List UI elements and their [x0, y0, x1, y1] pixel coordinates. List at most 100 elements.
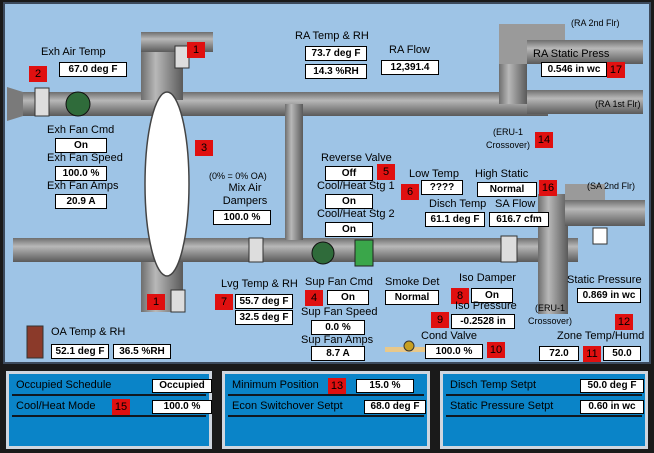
return-branch-top: [527, 40, 643, 64]
tag-2: 2: [29, 66, 47, 82]
cool-heat-mode-value[interactable]: 100.0 %: [152, 400, 212, 414]
cool-heat-stg2-label: Cool/Heat Stg 2: [317, 208, 395, 220]
cool-heat-stg2-value[interactable]: On: [325, 222, 373, 237]
return-duct-inlet: [7, 87, 23, 121]
return-duct: [13, 92, 548, 116]
tag-16: 16: [539, 180, 557, 196]
cool-heat-mode-row[interactable]: Cool/Heat Mode 15 100.0 %: [12, 398, 212, 417]
sa-flow-label: SA Flow: [495, 198, 536, 210]
oa-temp-value[interactable]: 52.1 deg F: [51, 344, 109, 359]
iso-pressure-value[interactable]: -0.2528 in: [451, 314, 515, 329]
supply-branch-2nd: [565, 184, 605, 200]
tag-8: 8: [451, 288, 469, 304]
exh-fan-icon: [65, 91, 91, 117]
ra-1st-flr-label: (RA 1st Flr): [595, 99, 641, 109]
exh-fan-speed-value[interactable]: 100.0 %: [55, 166, 107, 181]
exh-fan-amps-label: Exh Fan Amps: [47, 180, 119, 192]
cool-heat-mode-label: Cool/Heat Mode: [16, 400, 96, 412]
sup-fan-amps-label: Sup Fan Amps: [301, 334, 374, 346]
cond-valve-icon: [403, 340, 415, 352]
cond-valve-value[interactable]: 100.0 %: [425, 344, 483, 359]
sa-flow-value[interactable]: 616.7 cfm: [489, 212, 549, 227]
iso-pressure-label: Iso Pressure: [455, 300, 517, 312]
ra-static-press-value[interactable]: 0.546 in wc: [541, 62, 607, 77]
low-temp-label: Low Temp: [409, 168, 459, 180]
tag-6: 6: [401, 184, 419, 200]
cond-valve-label: Cond Valve: [421, 330, 478, 342]
tag-17: 17: [607, 62, 625, 78]
sa-2nd-flr-label: (SA 2nd Flr): [587, 181, 636, 191]
oa-rh-value[interactable]: 36.5 %RH: [113, 344, 171, 359]
sup-fan-speed-value[interactable]: 0.0 %: [311, 320, 365, 335]
ra-rh-value[interactable]: 14.3 %RH: [305, 64, 367, 79]
disch-temp-setpt-value[interactable]: 50.0 deg F: [580, 379, 644, 393]
exh-fan-amps-value[interactable]: 20.9 A: [55, 194, 107, 209]
iso-damper-icon: [500, 235, 518, 263]
occupied-schedule-row[interactable]: Occupied Schedule Occupied: [12, 377, 212, 396]
reverse-valve-value[interactable]: Off: [325, 166, 373, 181]
low-temp-value[interactable]: ????: [421, 180, 463, 195]
ra-flow-value[interactable]: 12,391.4: [381, 60, 439, 75]
smoke-det-value[interactable]: Normal: [385, 290, 439, 305]
ahu-graphic: Exh Air Temp 67.0 deg F 2 1 RA Temp & RH…: [3, 2, 651, 364]
panel-right: Disch Temp Setpt 50.0 deg F Static Press…: [440, 371, 648, 449]
disch-temp-setpt-label: Disch Temp Setpt: [450, 379, 537, 391]
mix-air-note: (0% = 0% OA): [209, 171, 267, 181]
sup-fan-icon: [311, 241, 335, 265]
disch-temp-value[interactable]: 61.1 deg F: [425, 212, 485, 227]
duct-diagram: [7, 24, 645, 359]
disch-temp-label: Disch Temp: [429, 198, 487, 210]
minimum-position-value[interactable]: 15.0 %: [356, 379, 414, 393]
zone-sensor-icon: [592, 227, 608, 245]
static-pressure-value[interactable]: 0.869 in wc: [577, 288, 641, 303]
zone-temp-humd-label: Zone Temp/Humd: [557, 330, 645, 342]
reverse-valve-label: Reverse Valve: [321, 152, 392, 164]
occupied-schedule-value[interactable]: Occupied: [152, 379, 212, 393]
minimum-position-row[interactable]: Minimum Position 13 15.0 %: [228, 377, 424, 396]
cool-heat-stg1-value[interactable]: On: [325, 194, 373, 209]
iso-damper-value[interactable]: On: [471, 288, 513, 303]
panel-left: Occupied Schedule Occupied Cool/Heat Mod…: [6, 371, 212, 449]
exh-fan-cmd-value[interactable]: On: [55, 138, 107, 153]
mix-air-dampers-value[interactable]: 100.0 %: [213, 210, 271, 225]
static-pressure-setpt-row[interactable]: Static Pressure Setpt 0.60 in wc: [446, 398, 644, 417]
sup-fan-cmd-value[interactable]: On: [327, 290, 369, 305]
eru-crossover-bottom-label: (ERU-1 Crossover): [527, 303, 572, 326]
static-pressure-setpt-value[interactable]: 0.60 in wc: [580, 400, 644, 414]
econ-switchover-row[interactable]: Econ Switchover Setpt 68.0 deg F: [228, 398, 426, 417]
oa-sensor-building-icon: [26, 325, 44, 359]
exh-air-temp-value[interactable]: 67.0 deg F: [59, 62, 127, 77]
lvg-temp-value[interactable]: 55.7 deg F: [235, 294, 293, 309]
high-static-value[interactable]: Normal: [477, 182, 537, 197]
supply-duct: [13, 238, 578, 262]
filter-oa-icon: [170, 289, 186, 313]
empty-row-left: [12, 419, 206, 438]
lvg-rh-value[interactable]: 32.5 deg F: [235, 310, 293, 325]
static-pressure-label: Static Pressure: [567, 274, 642, 286]
tag-14: 14: [535, 132, 553, 148]
sup-fan-speed-label: Sup Fan Speed: [301, 306, 378, 318]
tag-13: 13: [328, 378, 346, 394]
zone-humd-value[interactable]: 50.0: [603, 346, 641, 361]
crossover-vertical: [285, 104, 303, 240]
tag-7: 7: [215, 294, 233, 310]
occupied-schedule-label: Occupied Schedule: [16, 379, 112, 391]
econ-switchover-value[interactable]: 68.0 deg F: [364, 400, 426, 414]
empty-row-right: [446, 419, 642, 438]
zone-temp-value[interactable]: 72.0: [539, 346, 579, 361]
oa-temp-rh-label: OA Temp & RH: [51, 326, 126, 338]
tag-10: 10: [487, 342, 505, 358]
eru-crossover-top-label: (ERU-1 Crossover): [485, 127, 530, 150]
tag-11: 11: [583, 346, 601, 362]
ra-temp-value[interactable]: 73.7 deg F: [305, 46, 367, 61]
return-branch-right: [527, 90, 643, 114]
filter-mix-icon: [248, 237, 264, 263]
smoke-det-label: Smoke Det: [385, 276, 440, 288]
tag-1-top: 1: [187, 42, 205, 58]
sup-fan-amps-value[interactable]: 8.7 A: [311, 346, 365, 361]
tag-4: 4: [305, 290, 323, 306]
disch-temp-setpt-row[interactable]: Disch Temp Setpt 50.0 deg F: [446, 377, 644, 396]
supply-branch: [565, 200, 645, 226]
empty-row-middle: [228, 419, 424, 438]
filter-exh-icon: [34, 87, 50, 117]
